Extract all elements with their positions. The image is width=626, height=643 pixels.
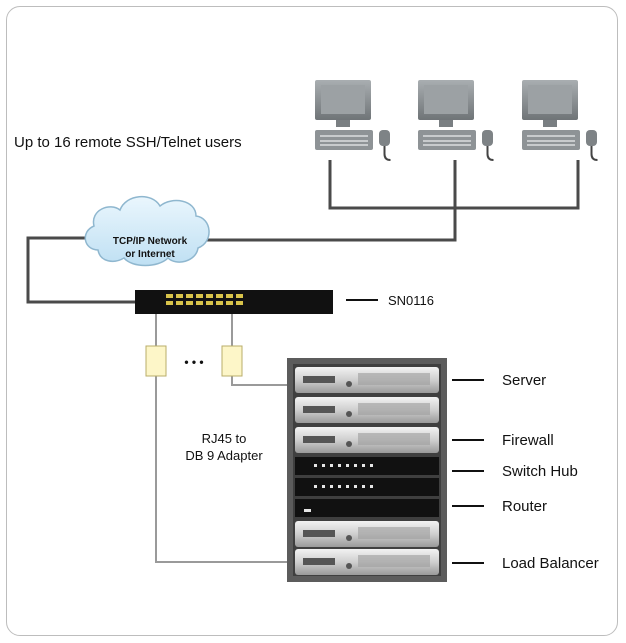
adapters: • • • RJ45 to DB 9 Adapter xyxy=(145,345,263,463)
mouse-icon xyxy=(586,130,597,146)
monitor-stand xyxy=(439,120,453,127)
server-label: Server xyxy=(502,372,546,389)
bus-to-cloud-line xyxy=(205,208,457,242)
port xyxy=(176,294,183,298)
adapter-to-server-line xyxy=(231,376,292,386)
load-balancer-label: Load Balancer xyxy=(502,555,599,572)
sn0116-device: SN0116 xyxy=(135,290,434,314)
port xyxy=(236,294,243,298)
keyboard-keys xyxy=(423,144,471,146)
monitor-stand xyxy=(543,120,557,127)
mouse-icon xyxy=(379,130,390,146)
cloud-label-line1: TCP/IP Network xyxy=(113,236,188,247)
cloud-icon: TCP/IP Network or Internet xyxy=(84,196,210,267)
device-body xyxy=(135,290,333,314)
adapter-lines xyxy=(155,313,292,563)
equipment-rack xyxy=(287,358,447,582)
keyboard-keys xyxy=(527,140,575,142)
switch-hub-label: Switch Hub xyxy=(502,463,578,480)
mouse-cable xyxy=(590,146,598,161)
monitor-screen xyxy=(528,85,572,114)
switch-hub-unit xyxy=(295,457,439,475)
rack-labels xyxy=(452,379,484,564)
port xyxy=(216,301,223,305)
load-balancer-unit-2 xyxy=(295,549,439,575)
keyboard-keys xyxy=(320,144,368,146)
router-unit xyxy=(295,499,439,517)
keyboard-keys xyxy=(423,135,471,137)
server-unit xyxy=(295,367,439,393)
users-label: Up to 16 remote SSH/Telnet users xyxy=(14,134,242,151)
monitor-stand xyxy=(336,120,350,127)
port xyxy=(226,301,233,305)
device-ports xyxy=(166,294,243,305)
connection-lines xyxy=(26,160,580,304)
port xyxy=(226,294,233,298)
adapter-ellipsis: • • • xyxy=(184,355,203,369)
firewall-label: Firewall xyxy=(502,432,554,449)
cloud-label-line2: or Internet xyxy=(125,249,175,260)
port xyxy=(166,294,173,298)
mouse-cable xyxy=(383,146,391,161)
server-unit-2 xyxy=(295,397,439,423)
load-balancer-unit xyxy=(295,521,439,547)
adapter-label-line1: RJ45 to xyxy=(202,431,247,446)
mouse-cable xyxy=(486,146,494,161)
keyboard-keys xyxy=(423,140,471,142)
keyboard-keys xyxy=(527,144,575,146)
rj45-adapter-2 xyxy=(221,345,243,377)
port xyxy=(216,294,223,298)
keyboard-keys xyxy=(320,135,368,137)
port xyxy=(186,301,193,305)
port xyxy=(196,301,203,305)
router-label: Router xyxy=(502,498,547,515)
adapter-to-load-balancer-line xyxy=(155,376,292,563)
monitor-screen xyxy=(424,85,468,114)
port xyxy=(206,301,213,305)
workstation-3 xyxy=(522,80,598,161)
port xyxy=(166,301,173,305)
keyboard-keys xyxy=(320,140,368,142)
mouse-icon xyxy=(482,130,493,146)
port xyxy=(206,294,213,298)
port xyxy=(176,301,183,305)
switch-hub-unit-2 xyxy=(295,478,439,496)
workstation-2 xyxy=(418,80,494,161)
port xyxy=(236,301,243,305)
cloud-to-device-line xyxy=(26,236,136,304)
port xyxy=(196,294,203,298)
port xyxy=(186,294,193,298)
firewall-unit xyxy=(295,427,439,453)
monitor-screen xyxy=(321,85,365,114)
device-label: SN0116 xyxy=(388,293,434,308)
adapter-label-line2: DB 9 Adapter xyxy=(185,448,263,463)
keyboard-keys xyxy=(527,135,575,137)
rj45-adapter-1 xyxy=(145,345,167,377)
workstation-1 xyxy=(315,80,391,161)
